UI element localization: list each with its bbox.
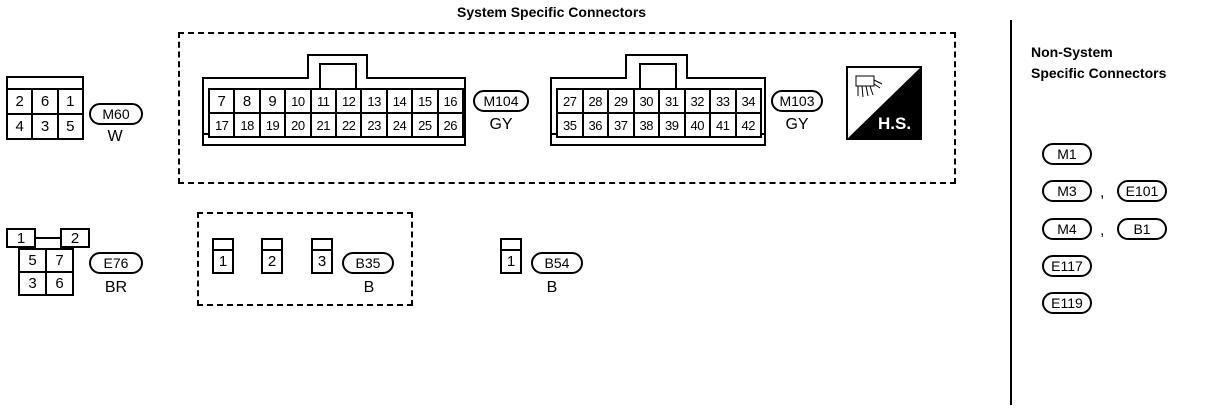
b1-label: B1 [1117, 218, 1167, 240]
pin: 12 [336, 90, 361, 112]
pin: 32 [685, 90, 709, 112]
pin: 1 [58, 90, 82, 113]
pin: 29 [609, 90, 633, 112]
pin: 8 [235, 90, 259, 112]
pin: 7 [47, 250, 72, 271]
pin: 5 [20, 250, 45, 271]
system-connectors-box [178, 32, 956, 184]
pin: 41 [711, 114, 735, 136]
pin: 2 [267, 253, 277, 270]
non-system-heading-line2: Specific Connectors [1031, 65, 1167, 81]
pin: 4 [8, 115, 32, 138]
b54-color: B [546, 279, 558, 296]
system-connectors-heading: System Specific Connectors [457, 4, 647, 20]
pin: 13 [362, 90, 386, 112]
pin: 42 [736, 114, 760, 136]
pin: 6 [33, 90, 57, 113]
pin: 1 [218, 253, 228, 270]
m103-label: M103 [771, 90, 823, 112]
pin: 9 [260, 90, 285, 112]
pin: 30 [634, 90, 658, 112]
pin: 1 [506, 253, 516, 270]
harness-side-icon: H.S. [846, 66, 922, 140]
pin: 5 [58, 115, 82, 138]
pin: 3 [317, 253, 327, 270]
pin: 2 [8, 90, 32, 113]
m1-label: M1 [1042, 143, 1092, 165]
pin: 33 [711, 90, 735, 112]
e119-label: E119 [1042, 292, 1092, 314]
pin: 27 [558, 90, 582, 112]
pin: 16 [438, 90, 462, 112]
pin: 2 [60, 228, 90, 248]
e76-label: E76 [89, 252, 143, 274]
pin: 1 [6, 228, 36, 248]
m60-label: M60 [89, 103, 143, 125]
m104-pin-grid: 7 8 9 10 11 12 13 14 15 16 17 18 19 20 2… [208, 88, 464, 138]
pin: 15 [413, 90, 437, 112]
pin: 39 [660, 114, 684, 136]
pin: 34 [736, 90, 760, 112]
b35-terminal: 1 [212, 238, 234, 274]
pin: 17 [210, 114, 234, 136]
m3-label: M3 [1042, 180, 1092, 202]
hs-label: H.S. [878, 114, 912, 133]
pin: 11 [311, 90, 335, 112]
e76-connector: 1 2 5 7 3 6 [6, 228, 90, 300]
pin: 38 [634, 114, 658, 136]
pin: 37 [609, 114, 633, 136]
pin: 23 [362, 114, 386, 136]
pin: 18 [235, 114, 259, 136]
e76-color: BR [104, 279, 128, 296]
pin: 14 [387, 90, 412, 112]
pin: 3 [20, 273, 45, 294]
e101-label: E101 [1117, 180, 1167, 202]
pin: 3 [33, 115, 57, 138]
m104-label: M104 [473, 90, 529, 112]
pin: 22 [336, 114, 361, 136]
b35-label: B35 [342, 252, 394, 274]
m103-pin-grid: 27 28 29 30 31 32 33 34 35 36 37 38 39 4… [556, 88, 762, 138]
pin: 40 [685, 114, 709, 136]
separator-comma: , [1100, 222, 1105, 239]
pin: 28 [583, 90, 607, 112]
m60-pin-grid: 2 6 1 4 3 5 [6, 88, 84, 140]
e117-label: E117 [1042, 255, 1092, 277]
b35-terminal: 3 [311, 238, 333, 274]
section-divider [1010, 20, 1012, 405]
pin: 24 [387, 114, 412, 136]
b54-terminal: 1 [500, 238, 522, 274]
separator-comma: , [1100, 184, 1105, 201]
m104-color: GY [489, 116, 513, 133]
pin: 26 [438, 114, 462, 136]
pin: 35 [558, 114, 582, 136]
m60-color: W [107, 128, 123, 145]
b35-color: B [363, 279, 375, 296]
pin: 31 [660, 90, 684, 112]
m4-label: M4 [1042, 218, 1092, 240]
pin: 20 [286, 114, 310, 136]
non-system-heading-line1: Non-System [1031, 44, 1113, 60]
pin: 19 [260, 114, 285, 136]
b54-label: B54 [531, 252, 583, 274]
pin: 10 [286, 90, 310, 112]
pin: 6 [47, 273, 72, 294]
b35-group-box [197, 212, 413, 306]
pin: 7 [210, 90, 234, 112]
pin: 25 [413, 114, 437, 136]
pin: 21 [311, 114, 335, 136]
m103-color: GY [785, 116, 809, 133]
b35-terminal: 2 [261, 238, 283, 274]
pin: 36 [583, 114, 607, 136]
